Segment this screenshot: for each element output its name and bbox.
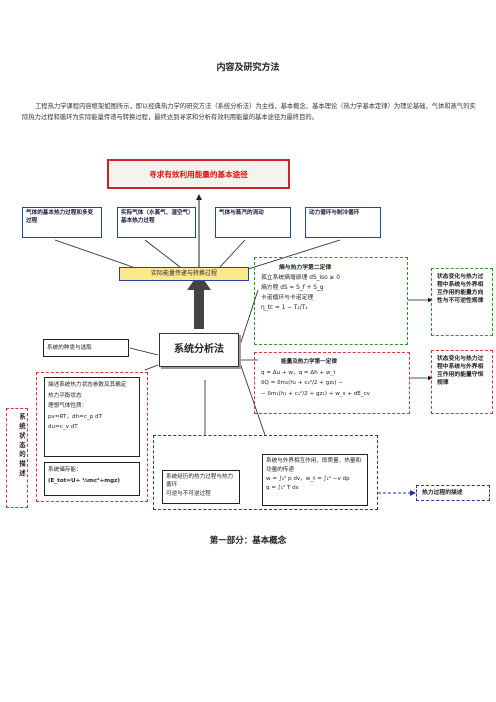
second-law-box: 熵与热力学第二定律 孤立系统熵增原理 dS_iso ≥ 0 熵方程 dS = S… <box>258 261 406 343</box>
state-params-line-3: 理想气体性质： <box>48 403 88 409</box>
side-label-frame <box>6 408 28 508</box>
main-up-arrow <box>187 273 211 329</box>
second-law-line-3: 卡诺循环与卡诺定理 <box>261 295 314 301</box>
direction-note: 状态变化与热力过程中系统与外界相互作用的能量方向性与不可逆性规律 <box>437 274 484 304</box>
conservation-note: 状态变化与热力过程中系统与外界相互作用的能量守恒规律 <box>437 356 484 386</box>
page-title: 内容及研究方法 <box>216 63 280 73</box>
direction-note-frame <box>431 268 493 336</box>
state-params-line-4: pv=RT，dh=c_p dT <box>48 413 102 420</box>
second-law-line-4: η_tc = 1 − T₂/T₁ <box>261 305 308 311</box>
second-law-line-2: 熵方程 dS = S_f + S_g <box>261 285 324 291</box>
interaction-line-1: 系统与外界相互作用，即质量、热量和功量的传递 <box>266 458 362 473</box>
processes-line-1: 系统经历的热力过程与热力循环 <box>166 474 234 489</box>
conservation-note-frame <box>431 350 493 414</box>
connector-lines <box>54 194 433 496</box>
state-params-line-2: 热力平衡状态 <box>48 392 82 399</box>
processes-box: 系统经历的热力过程与热力循环 可逆与不可逆过程 <box>162 470 240 504</box>
topic-box-real-gas: 实际气体（水蒸气、湿空气）基本热力过程 <box>117 207 196 238</box>
interaction-line-2: w = ∫₁² p dv，w_t = ∫₁² −v dp <box>266 476 350 482</box>
first-law-box: 能量及热力学第一定律 q = Δu + w，q = Δh + w_t δQ = … <box>258 355 408 412</box>
state-params-line-1: 描述系统热力状态参数及其确定 <box>48 382 127 388</box>
process-desc-frame <box>416 485 490 501</box>
second-law-line-1: 孤立系统熵增原理 dS_iso ≥ 0 <box>261 275 340 281</box>
stored-energy-line-1: 系统储存能： <box>48 467 82 473</box>
state-params-box: 描述系统热力状态参数及其确定 热力平衡状态 理想气体性质： pv=RT，dh=c… <box>44 377 140 457</box>
system-analysis-box: 系统分析法 <box>159 333 239 367</box>
energy-process-bar: 实际能量传递与转换过程 <box>119 267 249 281</box>
goal-box: 寻求有效利用能量的基本途径 <box>107 159 290 189</box>
stored-energy-line-2: (E_tot=U+ ½mc²+mgz) <box>48 478 120 484</box>
framework-diagram: 寻求有效利用能量的基本途径 气体的基本热力过程和多变过程 实际气体（水蒸气、湿空… <box>0 150 496 530</box>
topic-box-basic-processes: 气体的基本热力过程和多变过程 <box>22 207 102 238</box>
topic-box-cycles: 动力循环与制冷循环 <box>305 207 381 238</box>
intro-paragraph: 工程热力学课程内容框架如图所示，即以经典热力学的研究方法（系统分析法）为主线，基… <box>22 103 476 121</box>
section-caption: 第一部分：基本概念 <box>209 536 287 546</box>
processes-line-2: 可逆与不可逆过程 <box>166 490 211 497</box>
second-law-frame <box>254 257 408 345</box>
stored-energy-box: 系统储存能： (E_tot=U+ ½mc²+mgz) <box>44 462 140 496</box>
first-law-line-3: − δm₁(h₁ + c₁²/2 + gz₁) + w_s + dE_cv <box>261 390 370 397</box>
second-law-heading: 熵与热力学第二定律 <box>279 265 332 271</box>
interaction-box: 系统与外界相互作用，即质量、热量和功量的传递 w = ∫₁² p dv，w_t … <box>262 454 368 506</box>
state-params-line-5: du=c_v dT <box>48 424 78 430</box>
first-law-heading: 能量及热力学第一定律 <box>281 359 337 365</box>
first-law-frame <box>254 352 410 414</box>
process-description-frame <box>153 435 378 510</box>
first-law-line-1: q = Δu + w，q = Δh + w_t <box>261 369 336 376</box>
process-desc-label: 热力过程的描述 <box>422 490 463 496</box>
topic-box-flow: 气体与蒸汽的流动 <box>215 207 291 238</box>
state-description-frame <box>36 372 148 502</box>
first-law-line-2: δQ = δm₂(h₂ + c₂²/2 + gz₂) − <box>261 380 344 386</box>
interaction-line-3: q = ∫₁² T ds <box>266 485 299 491</box>
side-label: 系统状态的描述 <box>18 413 26 479</box>
system-types-box: 系统的种类与选取 <box>43 339 129 357</box>
